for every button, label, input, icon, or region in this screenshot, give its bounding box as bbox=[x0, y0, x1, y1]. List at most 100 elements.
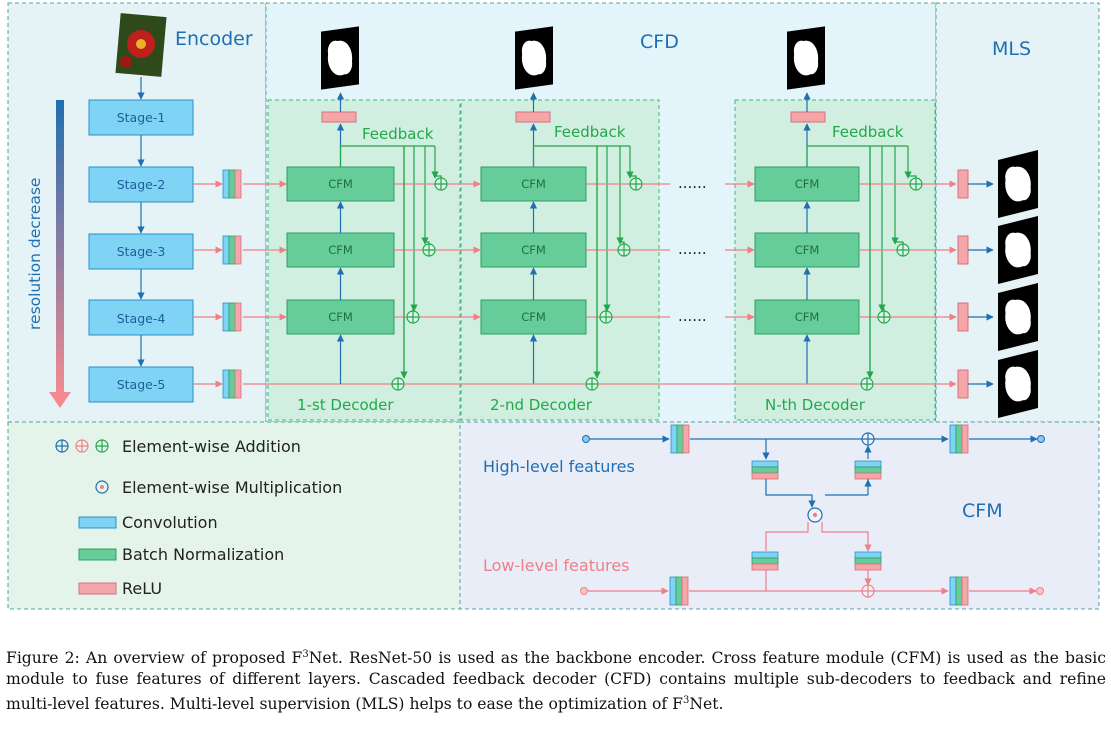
mls-output-mask-3-blob bbox=[1005, 232, 1022, 254]
f3net-diagram: Encoder CFD MLS CFM resolution decrease … bbox=[7, 2, 1100, 610]
high-stack-1-layer bbox=[682, 424, 690, 454]
decoder-n-output-mask-blob bbox=[793, 40, 810, 62]
arrow-line bbox=[821, 522, 872, 552]
legend-conv-swatch bbox=[78, 516, 117, 529]
low-stack-1-layer bbox=[669, 576, 677, 606]
addition-node-cross bbox=[618, 244, 630, 256]
low-input-dot bbox=[580, 587, 588, 595]
addition-node-cross bbox=[861, 378, 873, 390]
low-stack-2-layer bbox=[961, 576, 969, 606]
addition-node-cross bbox=[423, 244, 435, 256]
cfm-block-label: CFM bbox=[328, 243, 353, 257]
legend-relu-swatch bbox=[78, 582, 117, 595]
resolution-arrow-head bbox=[49, 392, 71, 408]
addition-node-cross bbox=[862, 585, 874, 597]
ellipsis-row-2: ...... bbox=[678, 174, 707, 192]
encoder-stack-2-layer bbox=[228, 169, 236, 199]
feedback-join bbox=[605, 308, 607, 311]
low-level-label: Low-level features bbox=[483, 556, 630, 575]
arrow-line bbox=[765, 522, 809, 551]
stage-2-label: Stage-2 bbox=[117, 177, 166, 192]
addition-node-cross bbox=[392, 378, 404, 390]
cfm-block-d2-r4 bbox=[480, 299, 587, 335]
resolution-arrow bbox=[56, 100, 64, 392]
addition-node-cross bbox=[862, 433, 874, 445]
high-level-label: High-level features bbox=[483, 457, 635, 476]
section-backgrounds bbox=[7, 2, 1100, 610]
feedback-join bbox=[882, 308, 885, 311]
low-stack-2-layer bbox=[949, 576, 957, 606]
stage-4-block bbox=[88, 299, 194, 336]
cfm-block-label: CFM bbox=[328, 310, 353, 324]
decoder-2-label: 2-nd Decoder bbox=[490, 396, 593, 414]
feedback-join bbox=[630, 175, 637, 178]
addition-node-cross bbox=[897, 244, 909, 256]
high-stack-2-layer bbox=[955, 424, 963, 454]
decoder-2-output-mask-blob bbox=[521, 40, 538, 62]
cfm-block-label: CFM bbox=[795, 243, 820, 257]
encoder-stack-5-layer bbox=[222, 369, 230, 399]
high-conv-left-layer bbox=[751, 466, 779, 474]
multiplication-icon bbox=[95, 480, 109, 494]
low-conv-right-layer bbox=[854, 557, 882, 565]
feedback-label-1: Feedback bbox=[362, 125, 434, 143]
low-conv-left-layer bbox=[751, 551, 779, 559]
high-stack-2-layer bbox=[949, 424, 957, 454]
encoder-stack-2-layer bbox=[234, 169, 242, 199]
mls-relu-3 bbox=[957, 235, 969, 265]
addition-node-cross bbox=[910, 178, 922, 190]
decoder-1-output-mask-blob bbox=[327, 40, 344, 62]
encoder-stack-4-layer bbox=[222, 302, 230, 332]
stage-4-label: Stage-4 bbox=[117, 311, 166, 326]
high-stack-1-layer bbox=[676, 424, 684, 454]
high-stack-1-layer bbox=[670, 424, 678, 454]
low-stack-1-layer bbox=[675, 576, 683, 606]
cfm-block-d3-r4 bbox=[754, 299, 860, 335]
low-output-dot bbox=[1036, 587, 1044, 595]
decoder-1-label: 1-st Decoder bbox=[297, 396, 394, 414]
input-image bbox=[115, 13, 167, 77]
mls-output-mask-5-blob bbox=[1005, 366, 1022, 388]
legend-relu-label: ReLU bbox=[122, 579, 162, 598]
low-conv-right-layer bbox=[854, 551, 882, 559]
addition-icons bbox=[55, 439, 109, 453]
resolution-label: resolution decrease bbox=[26, 178, 44, 330]
stage-3-block bbox=[88, 233, 194, 270]
cfm-block-label: CFM bbox=[795, 177, 820, 191]
low-stack-1-layer bbox=[681, 576, 689, 606]
stage-3-label: Stage-3 bbox=[117, 244, 166, 259]
mls-output-mask-2-blob bbox=[1016, 179, 1031, 201]
cfd-title: CFD bbox=[640, 31, 679, 53]
legend-bn-swatch bbox=[78, 548, 117, 561]
high-conv-right-layer bbox=[854, 466, 882, 474]
mls-output-mask-5-blob bbox=[1016, 379, 1031, 401]
cfm-block-d2-r3 bbox=[480, 232, 587, 268]
encoder-stack-3-layer bbox=[228, 235, 236, 265]
figure-caption: Figure 2: An overview of proposed F3Net.… bbox=[6, 644, 1106, 715]
mls-relu-4 bbox=[957, 302, 969, 332]
stage-1-label: Stage-1 bbox=[117, 110, 166, 125]
high-conv-right-layer bbox=[854, 472, 882, 480]
decoder-2-relu bbox=[515, 111, 551, 123]
legend: Element-wise Addition Element-wise Multi… bbox=[55, 437, 342, 598]
feedback-bus bbox=[806, 145, 908, 167]
feedback-join bbox=[895, 241, 904, 244]
legend-bn-label: Batch Normalization bbox=[122, 545, 284, 564]
encoder-stack-5-layer bbox=[228, 369, 236, 399]
mls-output-mask-2-blob bbox=[1005, 166, 1022, 188]
ellipsis-row-4: ...... bbox=[678, 307, 707, 325]
encoder-stack-4-layer bbox=[234, 302, 242, 332]
feedback-label-2: Feedback bbox=[554, 123, 626, 141]
stage-5-label: Stage-5 bbox=[117, 377, 166, 392]
decoder-2-output-mask-blob bbox=[532, 53, 547, 75]
high-conv-left-layer bbox=[751, 472, 779, 480]
addition-node-cross bbox=[878, 311, 890, 323]
addition-node-cross bbox=[600, 311, 612, 323]
feedback-bus bbox=[532, 145, 630, 167]
low-conv-left-layer bbox=[751, 557, 779, 565]
encoder-stages: Stage-1 Stage-2 Stage-3 Stage-4 Stage-5 bbox=[88, 99, 194, 403]
high-conv-right-layer bbox=[854, 460, 882, 468]
decoder-n-label: N-th Decoder bbox=[765, 396, 866, 414]
mls-title: MLS bbox=[992, 38, 1031, 60]
decoder-1-output-mask-blob bbox=[338, 53, 353, 75]
